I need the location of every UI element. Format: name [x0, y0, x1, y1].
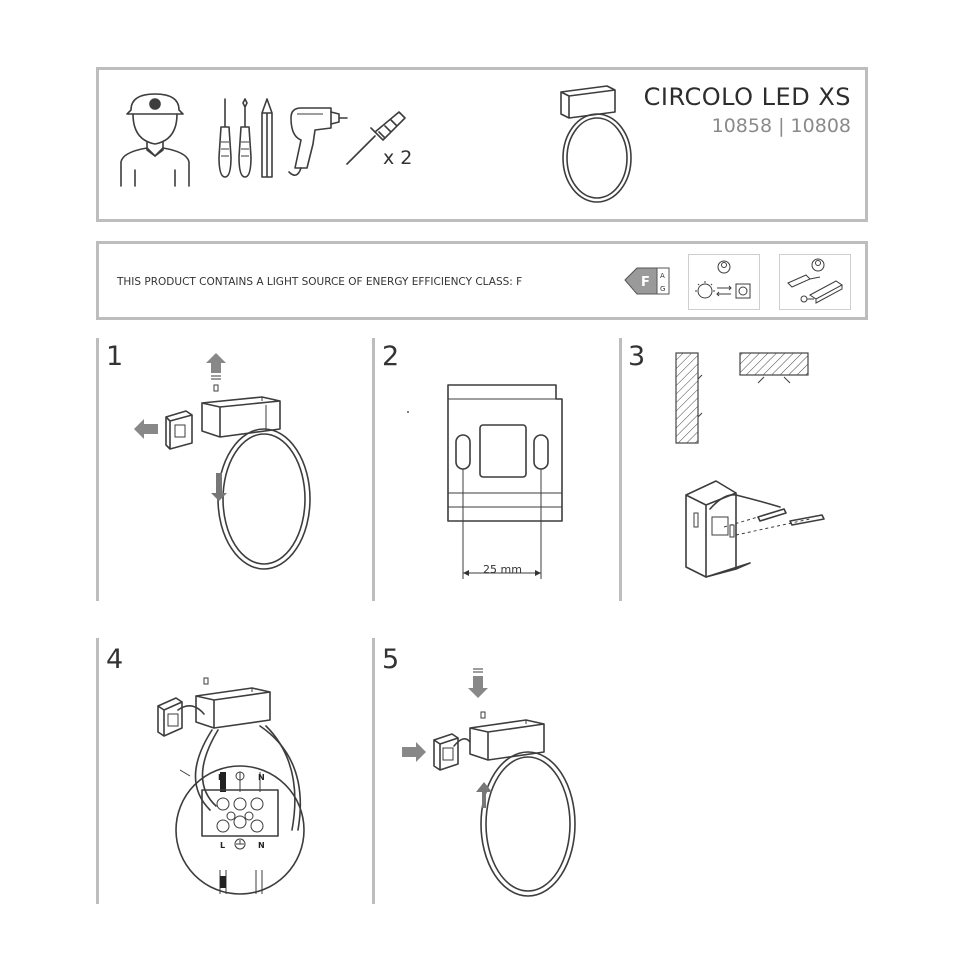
pencil-icon	[261, 98, 273, 178]
anchor-quantity: x 2	[383, 147, 413, 169]
lamp-replaceable-icon	[695, 260, 751, 299]
driver-replaceable-icon	[787, 258, 843, 304]
step-3-number: 3	[628, 341, 646, 372]
step-4-number: 4	[106, 644, 124, 675]
step-3-illustration	[675, 352, 825, 578]
product-lamp-icon	[560, 85, 632, 203]
step-4-bottom-n: N	[258, 841, 265, 850]
energy-panel: THIS PRODUCT CONTAINS A LIGHT SOURCE OF …	[96, 241, 868, 320]
step-2-illustration	[407, 384, 563, 579]
step-1-number: 1	[106, 341, 124, 372]
step-1-illustration	[134, 353, 311, 570]
driver-replaceable-box	[779, 254, 851, 310]
product-name: CIRCOLO LED XS	[643, 83, 851, 111]
step-4-divider	[96, 638, 99, 904]
electrician-icon	[120, 93, 190, 187]
step-4-top-l: L	[218, 773, 223, 782]
step-4-illustration: L N L N	[157, 677, 305, 895]
screwdriver-icon	[218, 98, 252, 178]
energy-class-letter: F	[641, 275, 650, 290]
lamp-replaceable-box	[688, 254, 760, 310]
energy-notice: THIS PRODUCT CONTAINS A LIGHT SOURCE OF …	[117, 276, 523, 288]
step-3-divider	[619, 338, 622, 601]
step-1-divider	[96, 338, 99, 601]
step-2-divider	[372, 338, 375, 601]
step-4-bottom-l: L	[220, 841, 225, 850]
step-5-number: 5	[382, 644, 400, 675]
energy-class-bottom: G	[660, 285, 665, 293]
step-5-illustration	[402, 668, 576, 897]
wall-anchor-icon	[346, 111, 406, 165]
step-5-divider	[372, 638, 375, 904]
energy-class-top: A	[660, 272, 665, 280]
drill-icon	[288, 107, 348, 176]
step-4-top-n: N	[258, 773, 265, 782]
step-2-dimension: 25 mm	[483, 563, 522, 576]
step-2-number: 2	[382, 341, 400, 372]
header-panel: x 2 CIRCOLO LED XS 10858 | 10808	[96, 67, 868, 222]
product-codes: 10858 | 10808	[711, 115, 851, 137]
energy-label-icon: F A G	[624, 267, 670, 295]
